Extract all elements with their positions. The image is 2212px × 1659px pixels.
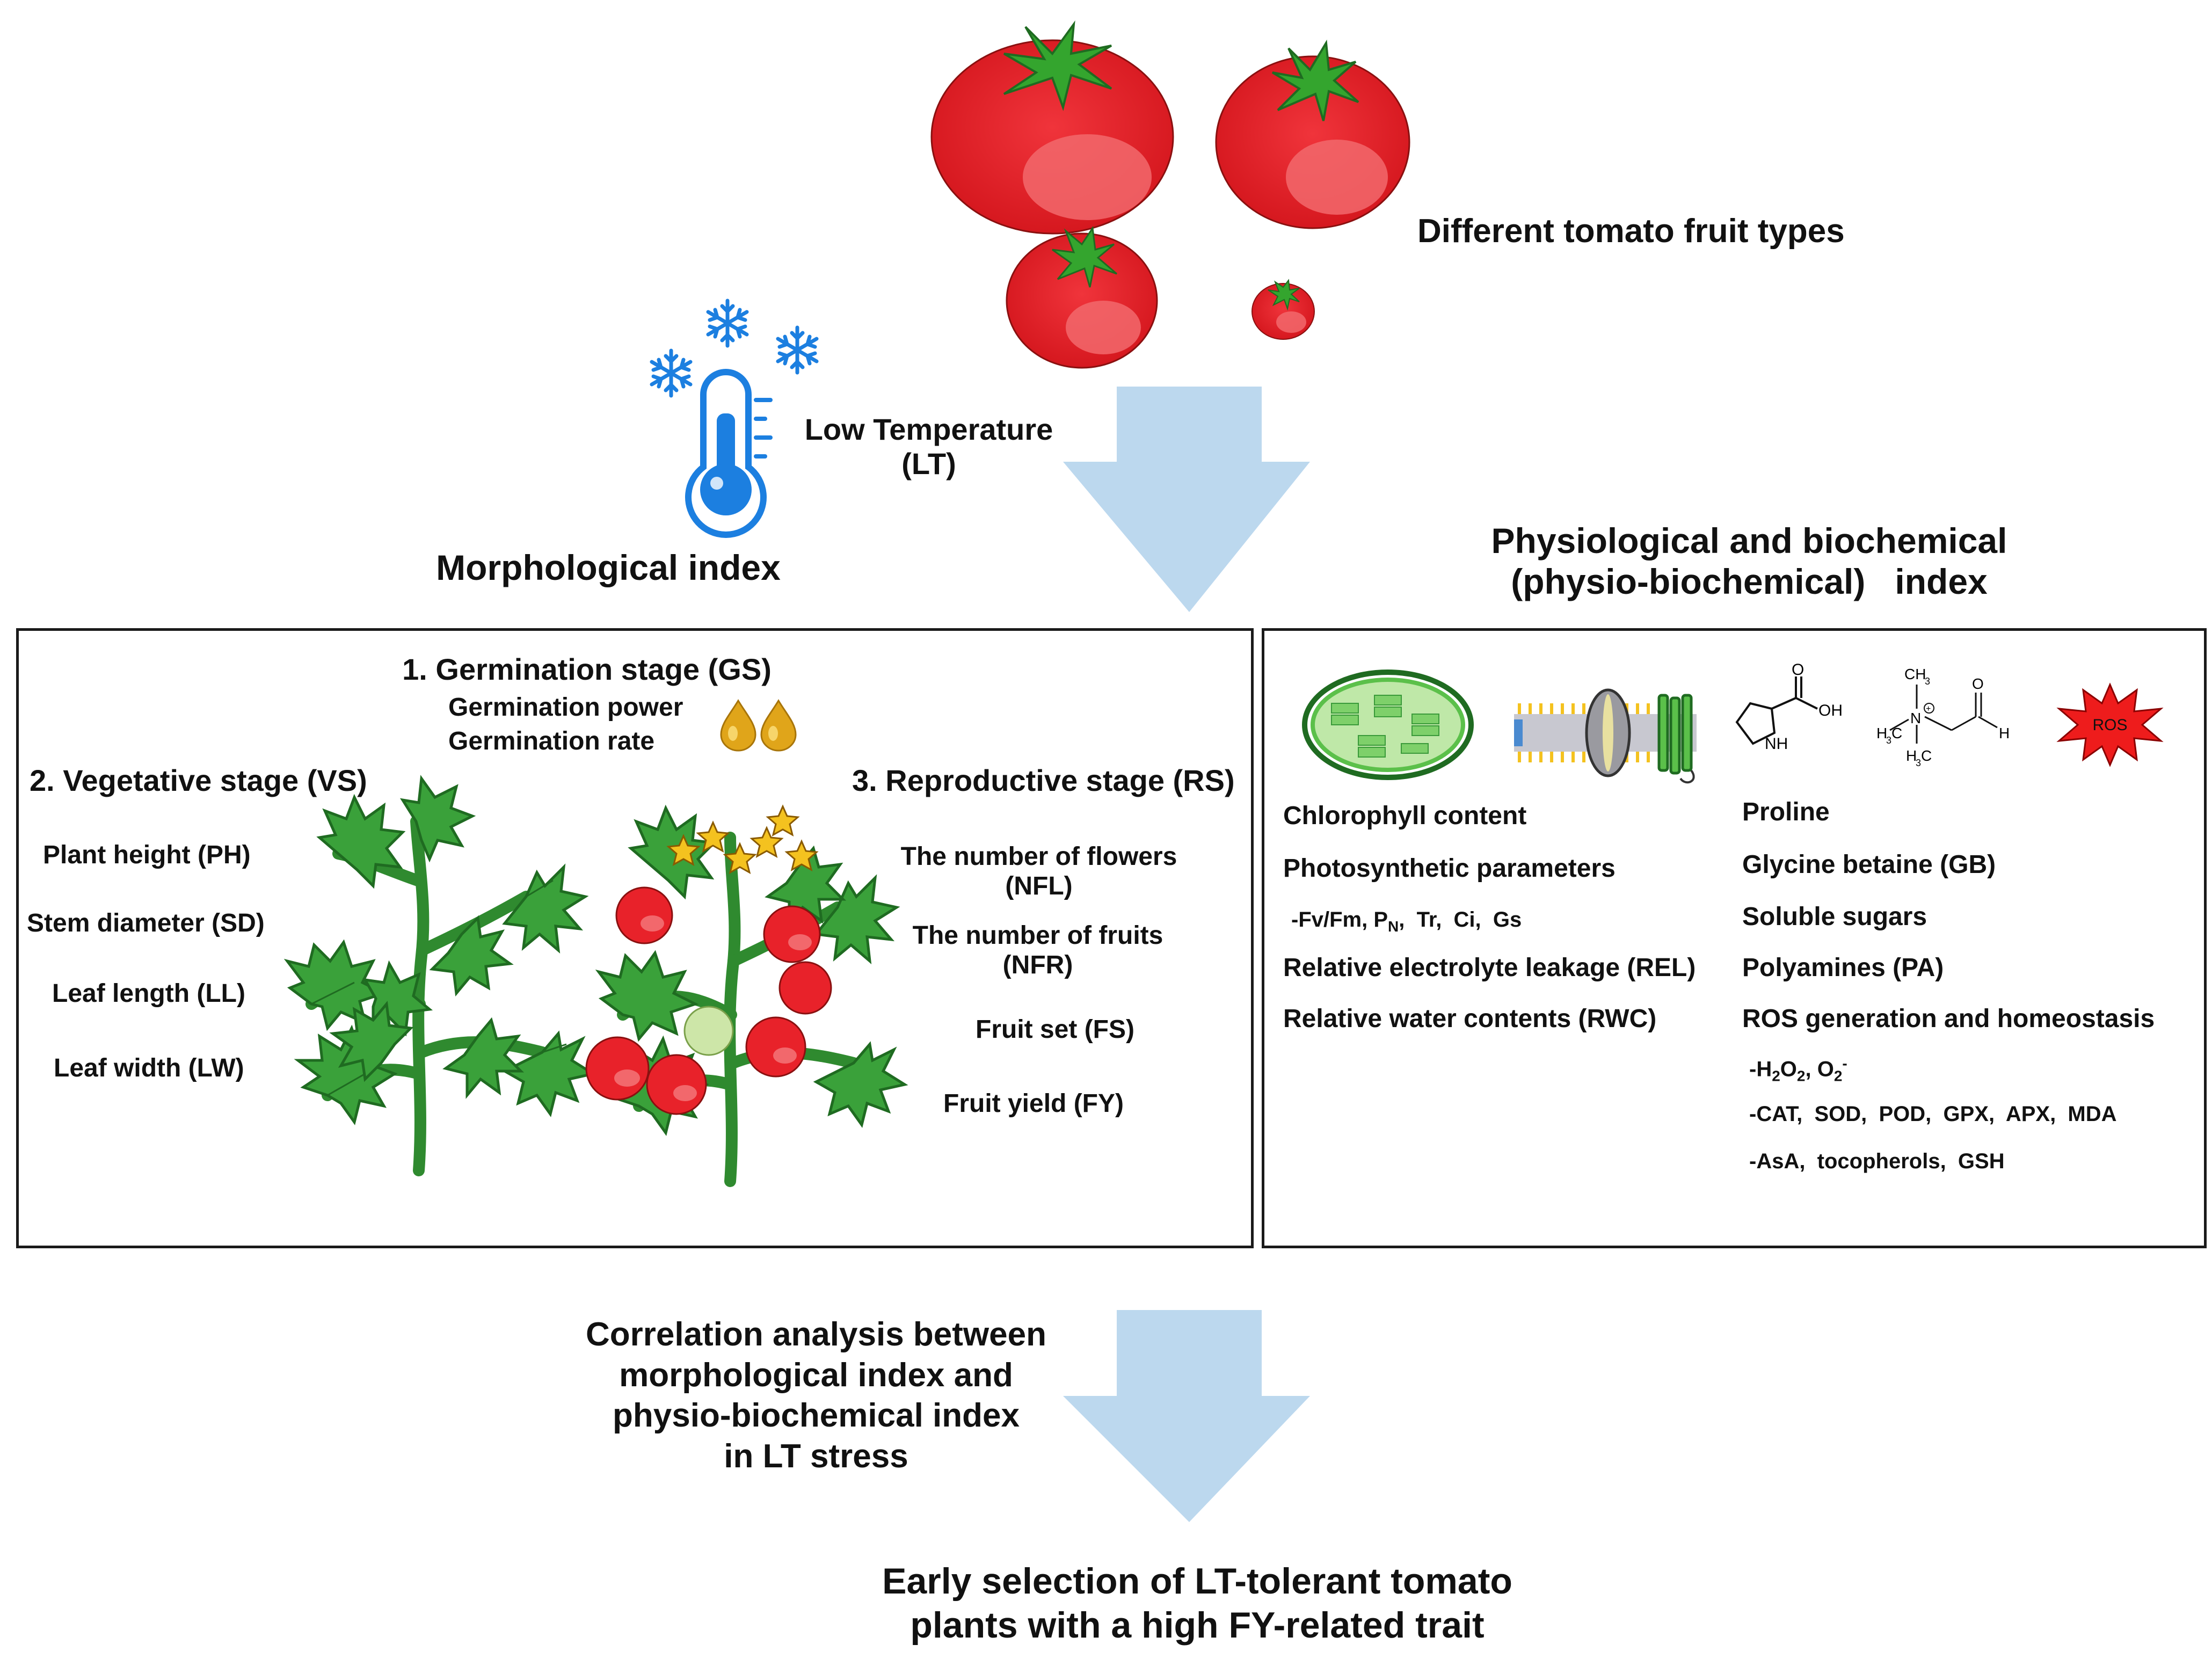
leaf-length-label: Leaf length (LL) — [52, 979, 245, 1008]
glycine-betaine-label: Glycine betaine (GB) — [1742, 850, 1996, 879]
o2-sup: - — [1842, 1055, 1847, 1072]
water-contents-label: Relative water contents (RWC) — [1283, 1005, 1657, 1033]
svg-text:C: C — [1891, 725, 1902, 741]
tomato-small-icon — [1251, 279, 1315, 340]
cold-thermometer-icon — [650, 299, 819, 538]
tomato-fruit-types-illustration — [930, 20, 1410, 369]
betaine-h3c-bottom: H — [1906, 747, 1917, 764]
h2o2-h: -H — [1749, 1057, 1772, 1081]
snowflake-icon — [706, 299, 749, 348]
h2o2-sub-o: 2 — [1796, 1067, 1806, 1085]
fruits-line1: The number of fruits — [912, 921, 1163, 950]
svg-text:3: 3 — [1925, 676, 1930, 687]
svg-text:3: 3 — [1886, 735, 1891, 746]
leaf-width-label: Leaf width (LW) — [54, 1054, 244, 1082]
physio-biochemical-index-box — [1262, 628, 2207, 1248]
morphological-index-box — [16, 628, 1254, 1248]
physio-heading-line1: Physiological and biochemical — [1491, 521, 2007, 561]
h2o2-o: O — [1780, 1057, 1797, 1081]
photo-prefix: -Fv/Fm, P — [1291, 908, 1388, 932]
betaine-h: H — [1999, 725, 2010, 741]
tomato-medium-icon — [1006, 225, 1158, 369]
reproductive-item-flowers: The number of flowers (NFL) — [901, 842, 1177, 901]
proline-o: O — [1792, 661, 1804, 679]
cell-membrane-icon — [1514, 688, 1697, 784]
flowers-line1: The number of flowers — [900, 842, 1177, 871]
morphological-index-heading: Morphological index — [436, 548, 781, 587]
physio-heading-line2: (physio-biochemical) index — [1511, 561, 1988, 601]
antioxidants-list: -AsA, tocopherols, GSH — [1749, 1149, 2005, 1173]
plant-height-label: Plant height (PH) — [43, 841, 251, 869]
snowflake-icon — [650, 348, 693, 398]
flowers-line2: (NFL) — [1005, 872, 1073, 901]
down-arrow-bottom — [1063, 1310, 1310, 1522]
ros-burst-icon: ROS — [2056, 682, 2164, 767]
reproductive-item-fruits: The number of fruits (NFR) — [913, 921, 1163, 980]
chloroplast-icon — [1302, 670, 1474, 780]
proline-label: Proline — [1742, 798, 1830, 826]
svg-text:C: C — [1921, 747, 1932, 764]
polyamines-label: Polyamines (PA) — [1742, 954, 1944, 982]
ros-label: ROS — [2092, 716, 2127, 734]
o2-label: , O — [1805, 1057, 1834, 1081]
electrolyte-leakage-label: Relative electrolyte leakage (REL) — [1283, 954, 1696, 982]
soluble-sugars-label: Soluble sugars — [1742, 903, 1927, 931]
photo-suffix: , Tr, Ci, Gs — [1399, 908, 1522, 932]
germination-rate-label: Germination rate — [448, 727, 655, 755]
ros-species-list: -H2O2, O2- — [1749, 1055, 1847, 1085]
fruit-types-label: Different tomato fruit types — [1417, 213, 1845, 250]
proline-oh: OH — [1818, 702, 1843, 719]
betaine-o: O — [1972, 675, 1984, 692]
stem-diameter-label: Stem diameter (SD) — [27, 909, 265, 937]
photosynthetic-params-list: -Fv/Fm, PN, Tr, Ci, Gs — [1291, 907, 1522, 935]
seed-drops-icon — [720, 699, 797, 752]
vegetative-plant-icon — [283, 775, 597, 1176]
snowflake-icon — [776, 325, 819, 375]
reproductive-plant-icon — [585, 804, 908, 1187]
low-temperature-line2: (LT) — [901, 447, 956, 481]
low-temperature-line1: Low Temperature — [804, 412, 1053, 446]
ros-homeostasis-label: ROS generation and homeostasis — [1742, 1005, 2155, 1033]
correlation-line2: morphological index and — [619, 1356, 1013, 1394]
betaine-h3c-left: H — [1876, 725, 1887, 741]
h2o2-sub-h: 2 — [1772, 1067, 1780, 1085]
fruit-yield-label: Fruit yield (FY) — [943, 1089, 1124, 1118]
tomato-large-icon — [930, 20, 1174, 235]
down-arrow-top — [1063, 387, 1310, 612]
correlation-line1: Correlation analysis between — [586, 1316, 1046, 1353]
germination-stage-title: 1. Germination stage (GS) — [402, 652, 772, 686]
betaine-ch3-top: CH — [1904, 666, 1926, 682]
svg-text:3: 3 — [1916, 758, 1921, 768]
flower-icons — [666, 804, 819, 874]
proline-nh: NH — [1765, 735, 1788, 753]
tomato-large-icon — [1215, 39, 1410, 229]
conclusion-line1: Early selection of LT-tolerant tomato — [882, 1561, 1512, 1602]
correlation-line4: in LT stress — [724, 1437, 908, 1475]
chlorophyll-content-label: Chlorophyll content — [1283, 802, 1527, 830]
low-temperature-label: Low Temperature (LT) — [805, 412, 1053, 482]
conclusion-text: Early selection of LT-tolerant tomato pl… — [882, 1560, 1512, 1647]
betaine-plus: + — [1926, 704, 1931, 714]
correlation-line3: physio-biochemical index — [613, 1397, 1020, 1435]
o2-sub: 2 — [1833, 1067, 1843, 1085]
fruit-set-label: Fruit set (FS) — [976, 1015, 1134, 1044]
physio-index-heading: Physiological and biochemical (physio-bi… — [1491, 521, 2007, 602]
conclusion-line2: plants with a high FY-related trait — [910, 1604, 1485, 1646]
glycine-betaine-structure-icon: CH 3 N + H 3 C H 3 C O H — [1876, 666, 2010, 768]
reproductive-stage-title: 3. Reproductive stage (RS) — [852, 763, 1235, 797]
betaine-n: N — [1910, 710, 1921, 726]
photo-sub: N — [1388, 918, 1399, 935]
vegetative-stage-title: 2. Vegetative stage (VS) — [30, 763, 367, 797]
photosynthetic-parameters-label: Photosynthetic parameters — [1283, 854, 1616, 883]
correlation-analysis-text: Correlation analysis between morphologic… — [586, 1314, 1046, 1477]
fruits-line2: (NFR) — [1002, 951, 1073, 980]
enzymes-list: -CAT, SOD, POD, GPX, APX, MDA — [1749, 1102, 2117, 1126]
germination-power-label: Germination power — [448, 693, 683, 722]
proline-structure-icon: O OH NH — [1735, 661, 1843, 753]
